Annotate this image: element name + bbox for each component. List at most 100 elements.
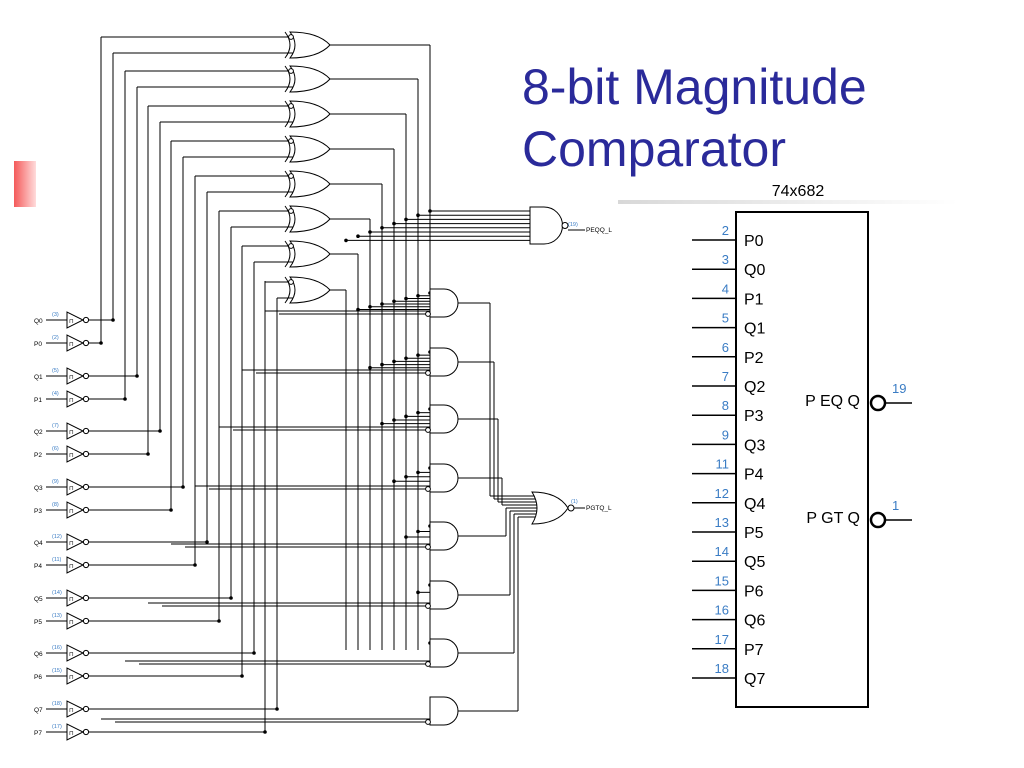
chip-pin-number: 18 xyxy=(715,661,729,676)
junction-dot xyxy=(380,302,384,306)
junction-dot xyxy=(229,596,233,600)
schmitt-symbol: ⊓ xyxy=(69,620,74,626)
chip-pin-label: P3 xyxy=(744,408,764,425)
input-label: Q7 xyxy=(34,707,43,714)
junction-dot xyxy=(252,651,256,655)
schmitt-symbol: ⊓ xyxy=(69,509,74,515)
junction-dot xyxy=(416,529,420,534)
input-pin-number: (5) xyxy=(52,368,59,374)
xnor-gate xyxy=(288,170,331,198)
schmitt-symbol: ⊓ xyxy=(69,398,74,404)
junction-dot xyxy=(392,418,396,422)
junction-dot xyxy=(416,213,420,217)
inversion-bubble xyxy=(82,705,90,713)
chip-pin-number: 11 xyxy=(716,457,730,472)
chip-pin-number: 6 xyxy=(722,340,729,355)
schmitt-symbol: ⊓ xyxy=(69,675,74,681)
inversion-bubble xyxy=(425,427,431,433)
chip-pin-number: 8 xyxy=(722,398,729,413)
junction-dot xyxy=(404,217,408,222)
peqq-nand-gate xyxy=(529,206,563,245)
xnor-gate xyxy=(288,205,331,233)
buffer-triangle xyxy=(66,445,85,463)
chip-pin-label: Q0 xyxy=(744,262,765,279)
buffer-triangle xyxy=(66,478,85,496)
junction-dot xyxy=(240,674,244,678)
junction-dot xyxy=(344,238,348,243)
input-pin-number: (17) xyxy=(52,724,62,730)
input-pin-number: (4) xyxy=(52,391,59,397)
buffer-triangle xyxy=(66,612,85,630)
chip-pin-number: 7 xyxy=(722,369,729,384)
inversion-bubble xyxy=(425,719,431,725)
buffer-triangle xyxy=(66,723,85,741)
and-gate xyxy=(429,288,459,318)
junction-dot xyxy=(111,318,115,322)
xnor-back-curve xyxy=(284,170,291,198)
schmitt-symbol: ⊓ xyxy=(69,652,74,658)
logic-schematic: Q0(3)⊓P0(2)⊓Q1(5)⊓P1(4)⊓Q2(7)⊓P2(6)⊓Q3(9… xyxy=(34,31,612,741)
input-pin-number: (13) xyxy=(52,613,62,619)
chip-pin-label: Q4 xyxy=(744,496,765,513)
and-gate xyxy=(429,696,459,726)
title-underline xyxy=(618,200,958,204)
chip-pin-label: P1 xyxy=(744,291,764,308)
junction-dot xyxy=(392,479,396,484)
xnor-back-curve xyxy=(284,100,291,128)
junction-dot xyxy=(392,359,396,364)
inversion-bubble xyxy=(425,370,431,376)
inversion-bubble xyxy=(425,311,431,317)
junction-dot xyxy=(123,397,127,401)
chip-pin-label: P4 xyxy=(744,467,764,484)
chip-pin-number: 13 xyxy=(715,515,729,530)
junction-dot xyxy=(404,356,408,361)
chip-output-label: P EQ Q xyxy=(805,393,860,410)
input-pin-number: (7) xyxy=(52,423,59,429)
chip-name: 74x682 xyxy=(772,183,825,200)
junction-dot xyxy=(356,234,360,238)
junction-dot xyxy=(416,293,420,298)
inversion-bubble xyxy=(82,395,90,403)
xnor-gate xyxy=(288,276,331,304)
inversion-bubble xyxy=(82,427,90,435)
input-label: P3 xyxy=(34,508,42,515)
input-pin-number: (3) xyxy=(52,312,59,318)
schmitt-symbol: ⊓ xyxy=(69,342,74,348)
xnor-back-curve xyxy=(284,135,291,163)
junction-dot xyxy=(263,730,267,734)
inversion-bubble xyxy=(82,538,90,546)
input-label: P7 xyxy=(34,730,42,737)
inversion-bubble xyxy=(82,483,90,491)
junction-dot xyxy=(416,470,420,475)
schmitt-symbol: ⊓ xyxy=(69,564,74,570)
and-gate xyxy=(429,404,459,434)
chip-pin-label: Q6 xyxy=(744,613,765,630)
inversion-bubble xyxy=(82,617,90,625)
inversion-bubble xyxy=(288,173,294,179)
xnor-back-curve xyxy=(284,205,291,233)
inversion-bubble xyxy=(288,68,294,74)
junction-dot xyxy=(416,590,420,595)
and-gate xyxy=(429,347,459,377)
input-pin-number: (18) xyxy=(52,701,62,707)
input-pin-number: (12) xyxy=(52,534,62,540)
input-label: Q2 xyxy=(34,429,43,436)
junction-dot xyxy=(392,221,396,226)
buffer-triangle xyxy=(66,589,85,607)
input-pin-number: (2) xyxy=(52,335,59,341)
inversion-bubble xyxy=(82,561,90,569)
inversion-bubble xyxy=(288,243,294,249)
chip-74x682: 74x6822P03Q04P15Q16P27Q28P39Q311P412Q413… xyxy=(692,183,912,708)
chip-pin-number: 9 xyxy=(722,427,729,442)
junction-dot xyxy=(217,619,221,623)
buffer-triangle xyxy=(66,700,85,718)
input-label: Q4 xyxy=(34,540,43,547)
input-label: Q5 xyxy=(34,596,43,603)
chip-output-label: P GT Q xyxy=(806,510,860,527)
chip-pin-number: 16 xyxy=(715,603,729,618)
schmitt-symbol: ⊓ xyxy=(69,731,74,737)
chip-pin-label: P2 xyxy=(744,350,764,367)
buffer-triangle xyxy=(66,367,85,385)
junction-dot xyxy=(99,341,103,345)
